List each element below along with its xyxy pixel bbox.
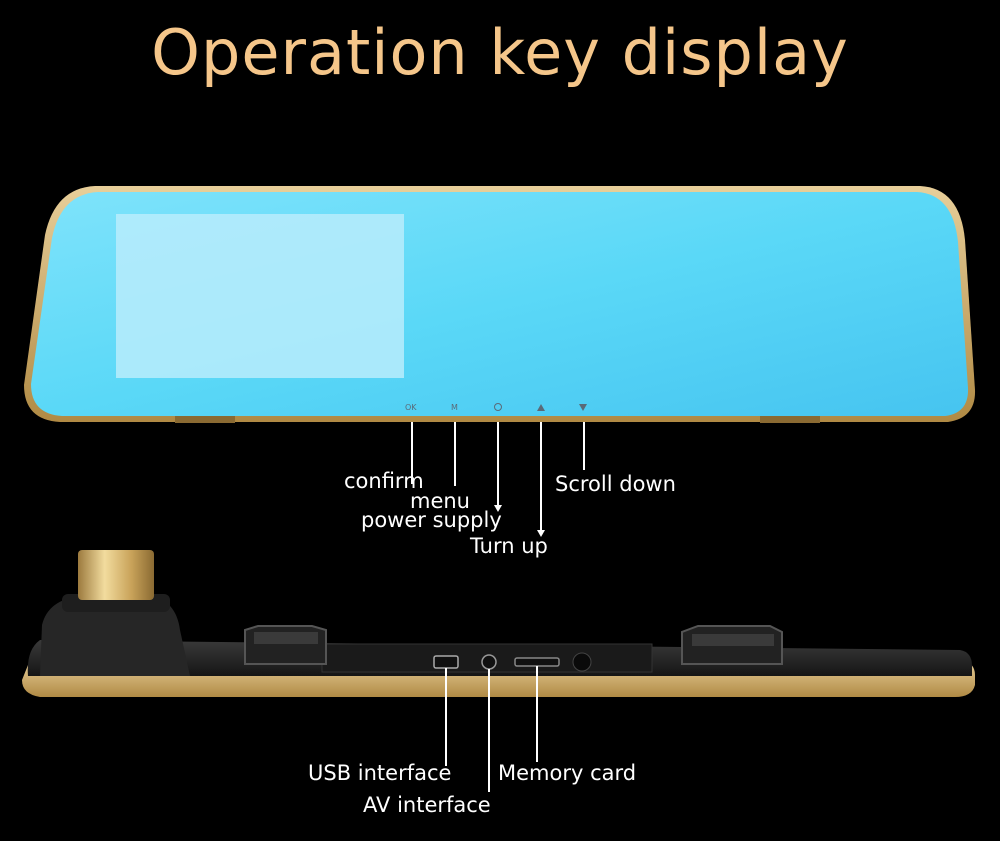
av-port[interactable]: [481, 654, 497, 670]
mirror-tab-left: [175, 416, 235, 423]
mirror-tab-right: [760, 416, 820, 423]
power-icon: [494, 403, 502, 411]
button-down[interactable]: [579, 404, 587, 411]
label-turn-up: Turn up: [470, 534, 548, 558]
display-screen: [116, 214, 404, 378]
button-power[interactable]: [494, 403, 502, 411]
label-memory-card: Memory card: [498, 761, 637, 785]
mirror-front: OK M: [24, 186, 976, 423]
label-power-supply: power supply: [361, 508, 502, 532]
button-ok[interactable]: OK: [405, 403, 417, 412]
label-scroll-down: Scroll down: [555, 472, 676, 496]
ok-button-label: OK: [405, 403, 417, 412]
memory-card-slot[interactable]: [514, 657, 560, 667]
label-menu: menu: [410, 489, 470, 513]
top-leader-lines: [411, 422, 585, 530]
label-confirm: confirm: [344, 469, 424, 493]
usb-port[interactable]: [433, 655, 459, 669]
page-title: Operation key display: [151, 16, 849, 89]
strap-clip-left: [244, 625, 327, 665]
label-av-interface: AV interface: [363, 793, 491, 817]
button-up[interactable]: [537, 404, 545, 411]
mirror-side: [22, 550, 975, 697]
camera-mount: [40, 596, 190, 676]
top-leader-arrows: [494, 505, 545, 537]
camera-lens-knob: [78, 550, 154, 600]
strap-clip-right: [681, 625, 783, 665]
up-arrow-icon: [537, 404, 545, 411]
down-arrow-icon: [579, 404, 587, 411]
hole-port: [572, 652, 592, 672]
menu-button-label: M: [451, 403, 458, 412]
bottom-leader-lines: [445, 666, 538, 792]
button-menu[interactable]: M: [451, 403, 458, 412]
label-usb-interface: USB interface: [308, 761, 452, 785]
